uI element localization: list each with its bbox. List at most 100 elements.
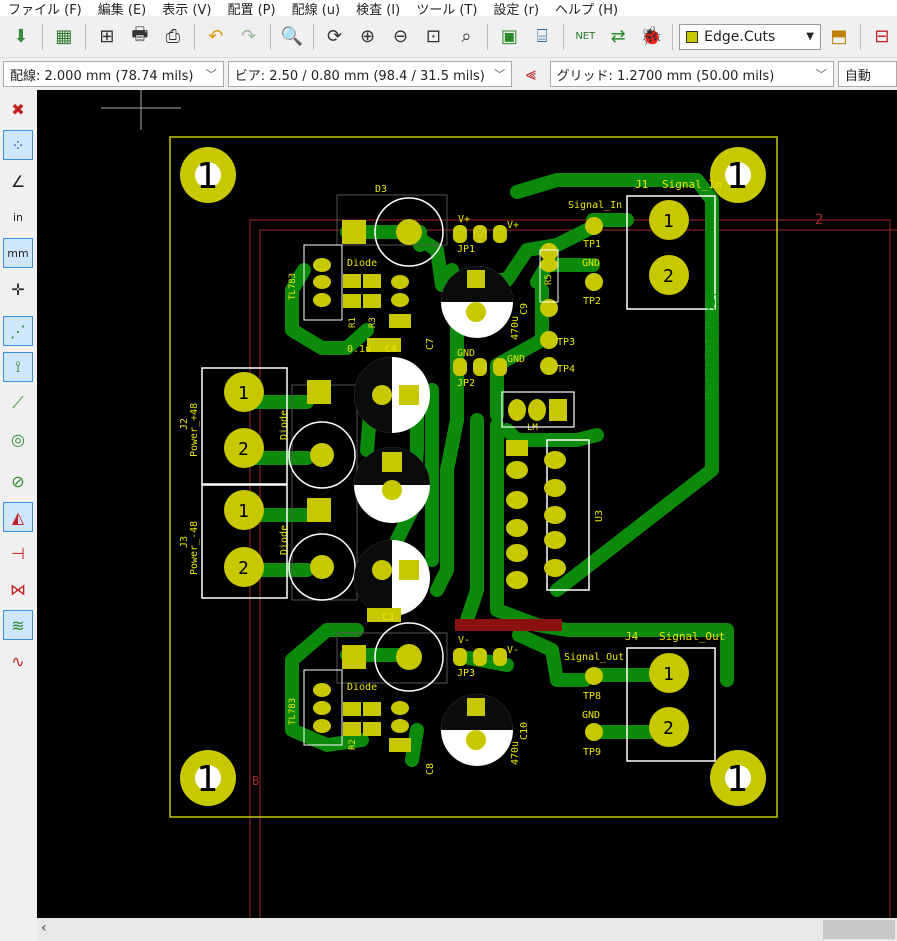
- drc-icon[interactable]: 🐞: [639, 26, 663, 47]
- print-icon[interactable]: 🖶: [131, 23, 149, 45]
- diode-d3[interactable]: [336, 194, 448, 267]
- cursor-shape-icon[interactable]: ✛: [11, 279, 25, 299]
- scroll-left-icon[interactable]: ‹: [41, 920, 47, 936]
- signal-out-label: Signal_Out: [564, 652, 624, 663]
- chevron-down-icon: ﹀: [205, 68, 217, 81]
- layer-pair-icon[interactable]: ⬒: [830, 26, 848, 47]
- u3-label: U3: [594, 510, 605, 522]
- connector-j3[interactable]: [201, 484, 288, 599]
- undo-icon[interactable]: ↶: [208, 26, 224, 47]
- layer-selector[interactable]: Edge.Cuts ▼: [679, 23, 821, 50]
- grid-select[interactable]: グリッド: 1.2700 mm (50.00 mils) ﹀: [549, 61, 834, 87]
- menu-settings[interactable]: 設定 (r): [493, 2, 540, 17]
- ratsnest-icon[interactable]: ⋰: [3, 316, 33, 346]
- high-contrast-icon[interactable]: ⊣: [11, 543, 25, 563]
- mounting-holes[interactable]: [180, 147, 766, 806]
- c4-label: C4: [385, 344, 397, 355]
- mm-units-icon[interactable]: mm: [3, 238, 33, 268]
- j3-value: Power_-48: [189, 521, 200, 575]
- polar-coords-icon[interactable]: ∠: [10, 171, 26, 191]
- update-pcb-icon[interactable]: ⇄: [610, 26, 626, 47]
- via-size-value: ビア: 2.50 / 0.80 mm (98.4 / 31.5 mils): [234, 68, 485, 84]
- menu-view[interactable]: 表示 (V): [162, 2, 212, 17]
- diode-bottom[interactable]: [336, 622, 448, 692]
- main-toolbar: ⬇ ▦ ⊞ 🖶 ⎙ ↶ ↷ 🔍 ⟳ ⊕ ⊖ ⊡ ⌕ ▣ ⌸ NET ⇄ 🐞 Ed…: [0, 16, 897, 58]
- connector-j2[interactable]: [201, 367, 288, 485]
- connector-j4[interactable]: [626, 647, 716, 762]
- track-width-select[interactable]: 配線: 2.000 mm (78.74 mils) ﹀: [3, 61, 224, 87]
- gnd-label-2: GND: [582, 710, 600, 721]
- zoom-selection-icon[interactable]: ⌕: [461, 26, 472, 47]
- auto-track-width-icon[interactable]: ⫷: [525, 63, 536, 85]
- toolbar-separator: [563, 23, 565, 50]
- menu-tools[interactable]: ツール (T): [416, 2, 478, 17]
- menu-edit[interactable]: 編集 (E): [97, 2, 147, 17]
- layers-manager-icon[interactable]: ≋: [3, 610, 33, 640]
- regulator-u3[interactable]: [506, 439, 590, 591]
- menu-route[interactable]: 配線 (u): [291, 2, 341, 17]
- footprint-browser-icon[interactable]: ⌸: [536, 26, 548, 47]
- footprint-editor-icon[interactable]: ▣: [500, 26, 518, 47]
- tp1-label: TP1: [583, 239, 601, 250]
- horizontal-scrollbar[interactable]: ‹: [37, 918, 897, 941]
- pcb-canvas[interactable]: 2 B: [37, 90, 897, 918]
- zoom-in-icon[interactable]: ⊕: [360, 26, 376, 47]
- menu-inspect[interactable]: 検査 (I): [356, 2, 401, 17]
- board-setup-icon[interactable]: ▦: [55, 26, 73, 47]
- zone-fill-icon[interactable]: ◭: [3, 502, 33, 532]
- small-components[interactable]: [313, 258, 558, 752]
- inch-units-icon[interactable]: in: [12, 210, 24, 224]
- layer-color-swatch: [686, 30, 699, 43]
- toolbar-separator: [487, 23, 489, 50]
- toolbar-separator: [84, 23, 86, 50]
- save-icon[interactable]: ⬇: [13, 26, 29, 47]
- tracks-outline-icon[interactable]: ⟟: [3, 352, 33, 382]
- mount-hole-1-label: 1: [196, 156, 218, 197]
- capacitor-c5[interactable]: [354, 447, 430, 523]
- toolbar-separator: [312, 23, 314, 50]
- jp1-label: JP1: [457, 244, 475, 255]
- microwave-icon[interactable]: ⋈: [10, 579, 26, 599]
- menu-place[interactable]: 配置 (P): [227, 2, 276, 17]
- grid-toggle-icon[interactable]: ⁘: [3, 130, 33, 160]
- j1-pin-2: 2: [663, 266, 674, 287]
- netlist-icon[interactable]: NET: [575, 31, 596, 42]
- board-edge-cuts[interactable]: [169, 136, 778, 818]
- length-tune-icon[interactable]: ∿: [11, 651, 25, 671]
- menu-help[interactable]: ヘルプ (H): [555, 2, 619, 17]
- gnd-label-jp2b: GND: [507, 354, 525, 365]
- jumpers[interactable]: [453, 225, 507, 666]
- schematic-icon[interactable]: ⊟: [874, 26, 890, 47]
- zones-icon[interactable]: ⊘: [11, 471, 25, 491]
- scrollbar-thumb[interactable]: [823, 920, 895, 939]
- j1-pin-1: 1: [663, 211, 674, 232]
- test-points[interactable]: [540, 217, 603, 741]
- zoom-out-icon[interactable]: ⊖: [392, 26, 409, 47]
- via-size-select[interactable]: ビア: 2.50 / 0.80 mm (98.4 / 31.5 mils) ﹀: [227, 61, 513, 87]
- zoom-value: 自動: [844, 68, 871, 84]
- toolbar-separator: [859, 23, 861, 50]
- pcb-drawing[interactable]: 2 B: [37, 90, 897, 918]
- transistor-top-right[interactable]: [501, 391, 575, 428]
- capacitor-c9[interactable]: [441, 266, 513, 338]
- menu-file[interactable]: ファイル (F): [8, 2, 82, 17]
- capacitor-c6[interactable]: [354, 540, 430, 616]
- page-settings-icon[interactable]: ⊞: [99, 26, 115, 47]
- vias-icon[interactable]: ◎: [11, 429, 25, 449]
- zoom-select[interactable]: 自動: [837, 61, 897, 87]
- zoom-fit-icon[interactable]: ⊡: [425, 26, 441, 47]
- refresh-icon[interactable]: ⟳: [327, 26, 343, 47]
- plot-icon[interactable]: ⎙: [165, 26, 180, 47]
- capacitor-c10[interactable]: [441, 694, 513, 766]
- diode-middle[interactable]: [288, 380, 358, 601]
- redo-icon[interactable]: ↷: [241, 26, 257, 47]
- net-label: Net-(JP1-Pad2): [704, 290, 719, 400]
- r5-label: R5: [544, 274, 554, 285]
- connector-j1[interactable]: [626, 195, 716, 310]
- find-icon[interactable]: 🔍: [280, 26, 303, 47]
- active-layer-label: Edge.Cuts: [704, 28, 776, 45]
- tracks-filled-icon[interactable]: ⟋: [12, 393, 24, 412]
- toolbar-separator: [269, 23, 271, 50]
- drc-marker-icon[interactable]: ✖: [11, 99, 25, 119]
- capacitor-c1[interactable]: [354, 357, 430, 433]
